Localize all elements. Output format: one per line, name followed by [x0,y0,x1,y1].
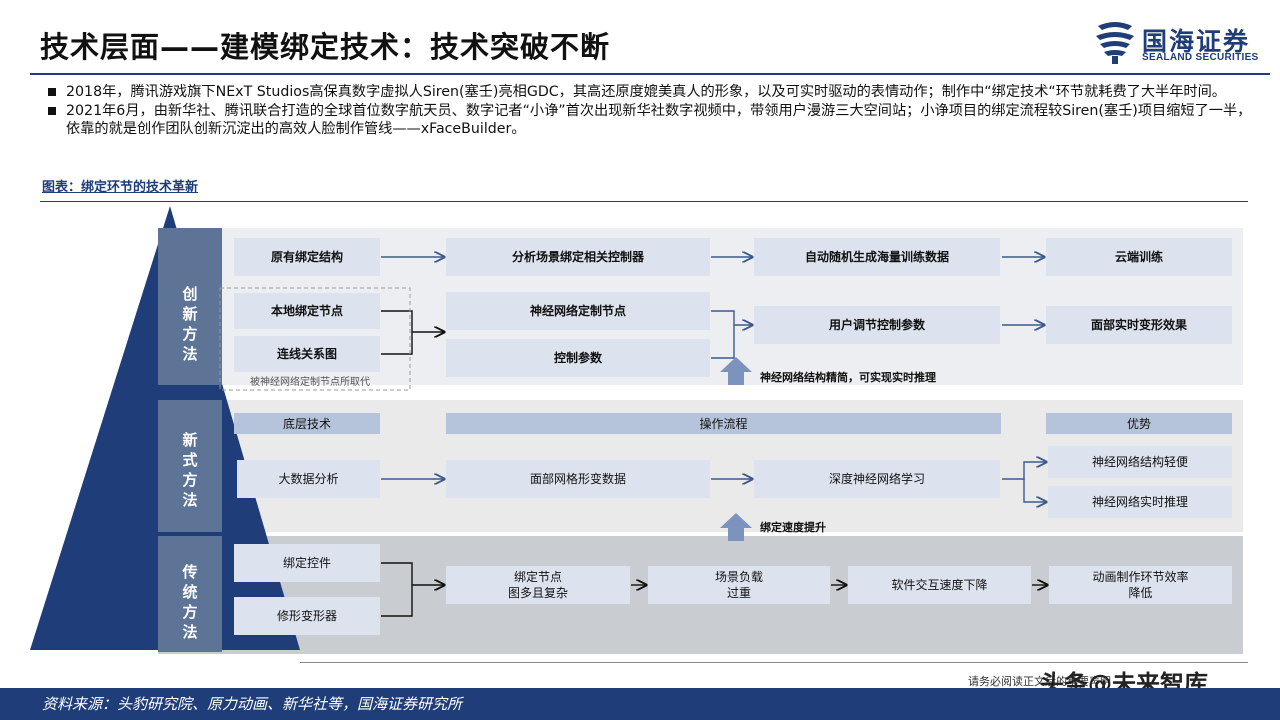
replaced-note: 被神经网络定制节点所取代 [250,377,370,388]
bottom-rule [300,662,1248,663]
analyze-controllers-box: 分析场景绑定相关控制器 [446,238,710,276]
nn-custom-node-box: 神经网络定制节点 [446,292,710,330]
generate-training-data-box: 自动随机生成海量训练数据 [754,238,1000,276]
header-advantage: 优势 [1046,413,1232,434]
connection-graph-box: 连线关系图 [234,336,380,372]
face-mesh-data-box: 面部网格形变数据 [446,460,710,498]
bullet-item: 2021年6月，由新华社、腾讯联合打造的全球首位数字航天员、数字记者“小诤”首次… [48,102,1253,138]
bullet-list: 2018年，腾讯游戏旗下NExT Studios高保真数字虚拟人Siren(塞壬… [48,83,1253,139]
scene-overload-box: 场景负载 过重 [648,566,830,604]
original-binding-structure-box: 原有绑定结构 [234,238,380,276]
company-logo: 国海证券 SEALAND SECURITIES [1094,20,1270,66]
sealand-logo-icon [1096,22,1134,64]
bullet-square-icon [48,88,56,96]
bullet-text: 2018年，腾讯游戏旗下NExT Studios高保真数字虚拟人Siren(塞壬… [66,84,1226,100]
pyramid-graphic [30,206,300,652]
header-underlying-tech: 底层技术 [234,413,380,434]
shape-deformer-box: 修形变形器 [234,597,380,635]
nn-realtime-inference-box: 神经网络实时推理 [1048,486,1232,518]
bullet-item: 2018年，腾讯游戏旗下NExT Studios高保真数字虚拟人Siren(塞壬… [48,83,1253,101]
nn-structure-note: 神经网络结构精简，可实现实时推理 [760,371,936,384]
figure-divider [40,201,1248,202]
software-slowdown-box: 软件交互速度下降 [848,566,1031,604]
page-title: 技术层面——建模绑定技术：技术突破不断 [40,30,611,64]
figure-title: 图表：绑定环节的技术革新 [42,180,199,195]
animation-efficiency-box: 动画制作环节效率 降低 [1049,566,1232,604]
logo-name: 国海证券 [1142,27,1251,56]
big-data-analysis-box: 大数据分析 [237,460,380,498]
header-workflow: 操作流程 [446,413,1001,434]
complex-node-graph-box: 绑定节点 图多且复杂 [446,566,630,604]
nn-lightweight-box: 神经网络结构轻便 [1048,446,1232,478]
control-params-box: 控制参数 [446,339,710,377]
bullet-square-icon [48,107,56,115]
binding-control-box: 绑定控件 [234,544,380,582]
logo-subtitle: SEALAND SECURITIES [1142,52,1259,63]
binding-speed-note: 绑定速度提升 [760,521,826,534]
category-traditional: 传统方法 [182,563,198,641]
deep-nn-learning-box: 深度神经网络学习 [754,460,1000,498]
user-adjust-params-box: 用户调节控制参数 [754,306,1000,344]
category-new: 新式方法 [182,431,198,509]
disclaimer-text: 请务必阅读正文后的重要声明 [968,675,1111,688]
footer-bar [0,688,1280,720]
bullet-text: 2021年6月，由新华社、腾讯联合打造的全球首位数字航天员、数字记者“小诤”首次… [66,103,1252,137]
cloud-training-box: 云端训练 [1046,238,1232,276]
face-realtime-deform-box: 面部实时变形效果 [1046,306,1232,344]
header-divider [30,73,1270,75]
local-binding-node-box: 本地绑定节点 [234,293,380,329]
category-innovative: 创新方法 [182,285,198,363]
source-text: 资料来源：头豹研究院、原力动画、新华社等，国海证券研究所 [42,695,463,713]
